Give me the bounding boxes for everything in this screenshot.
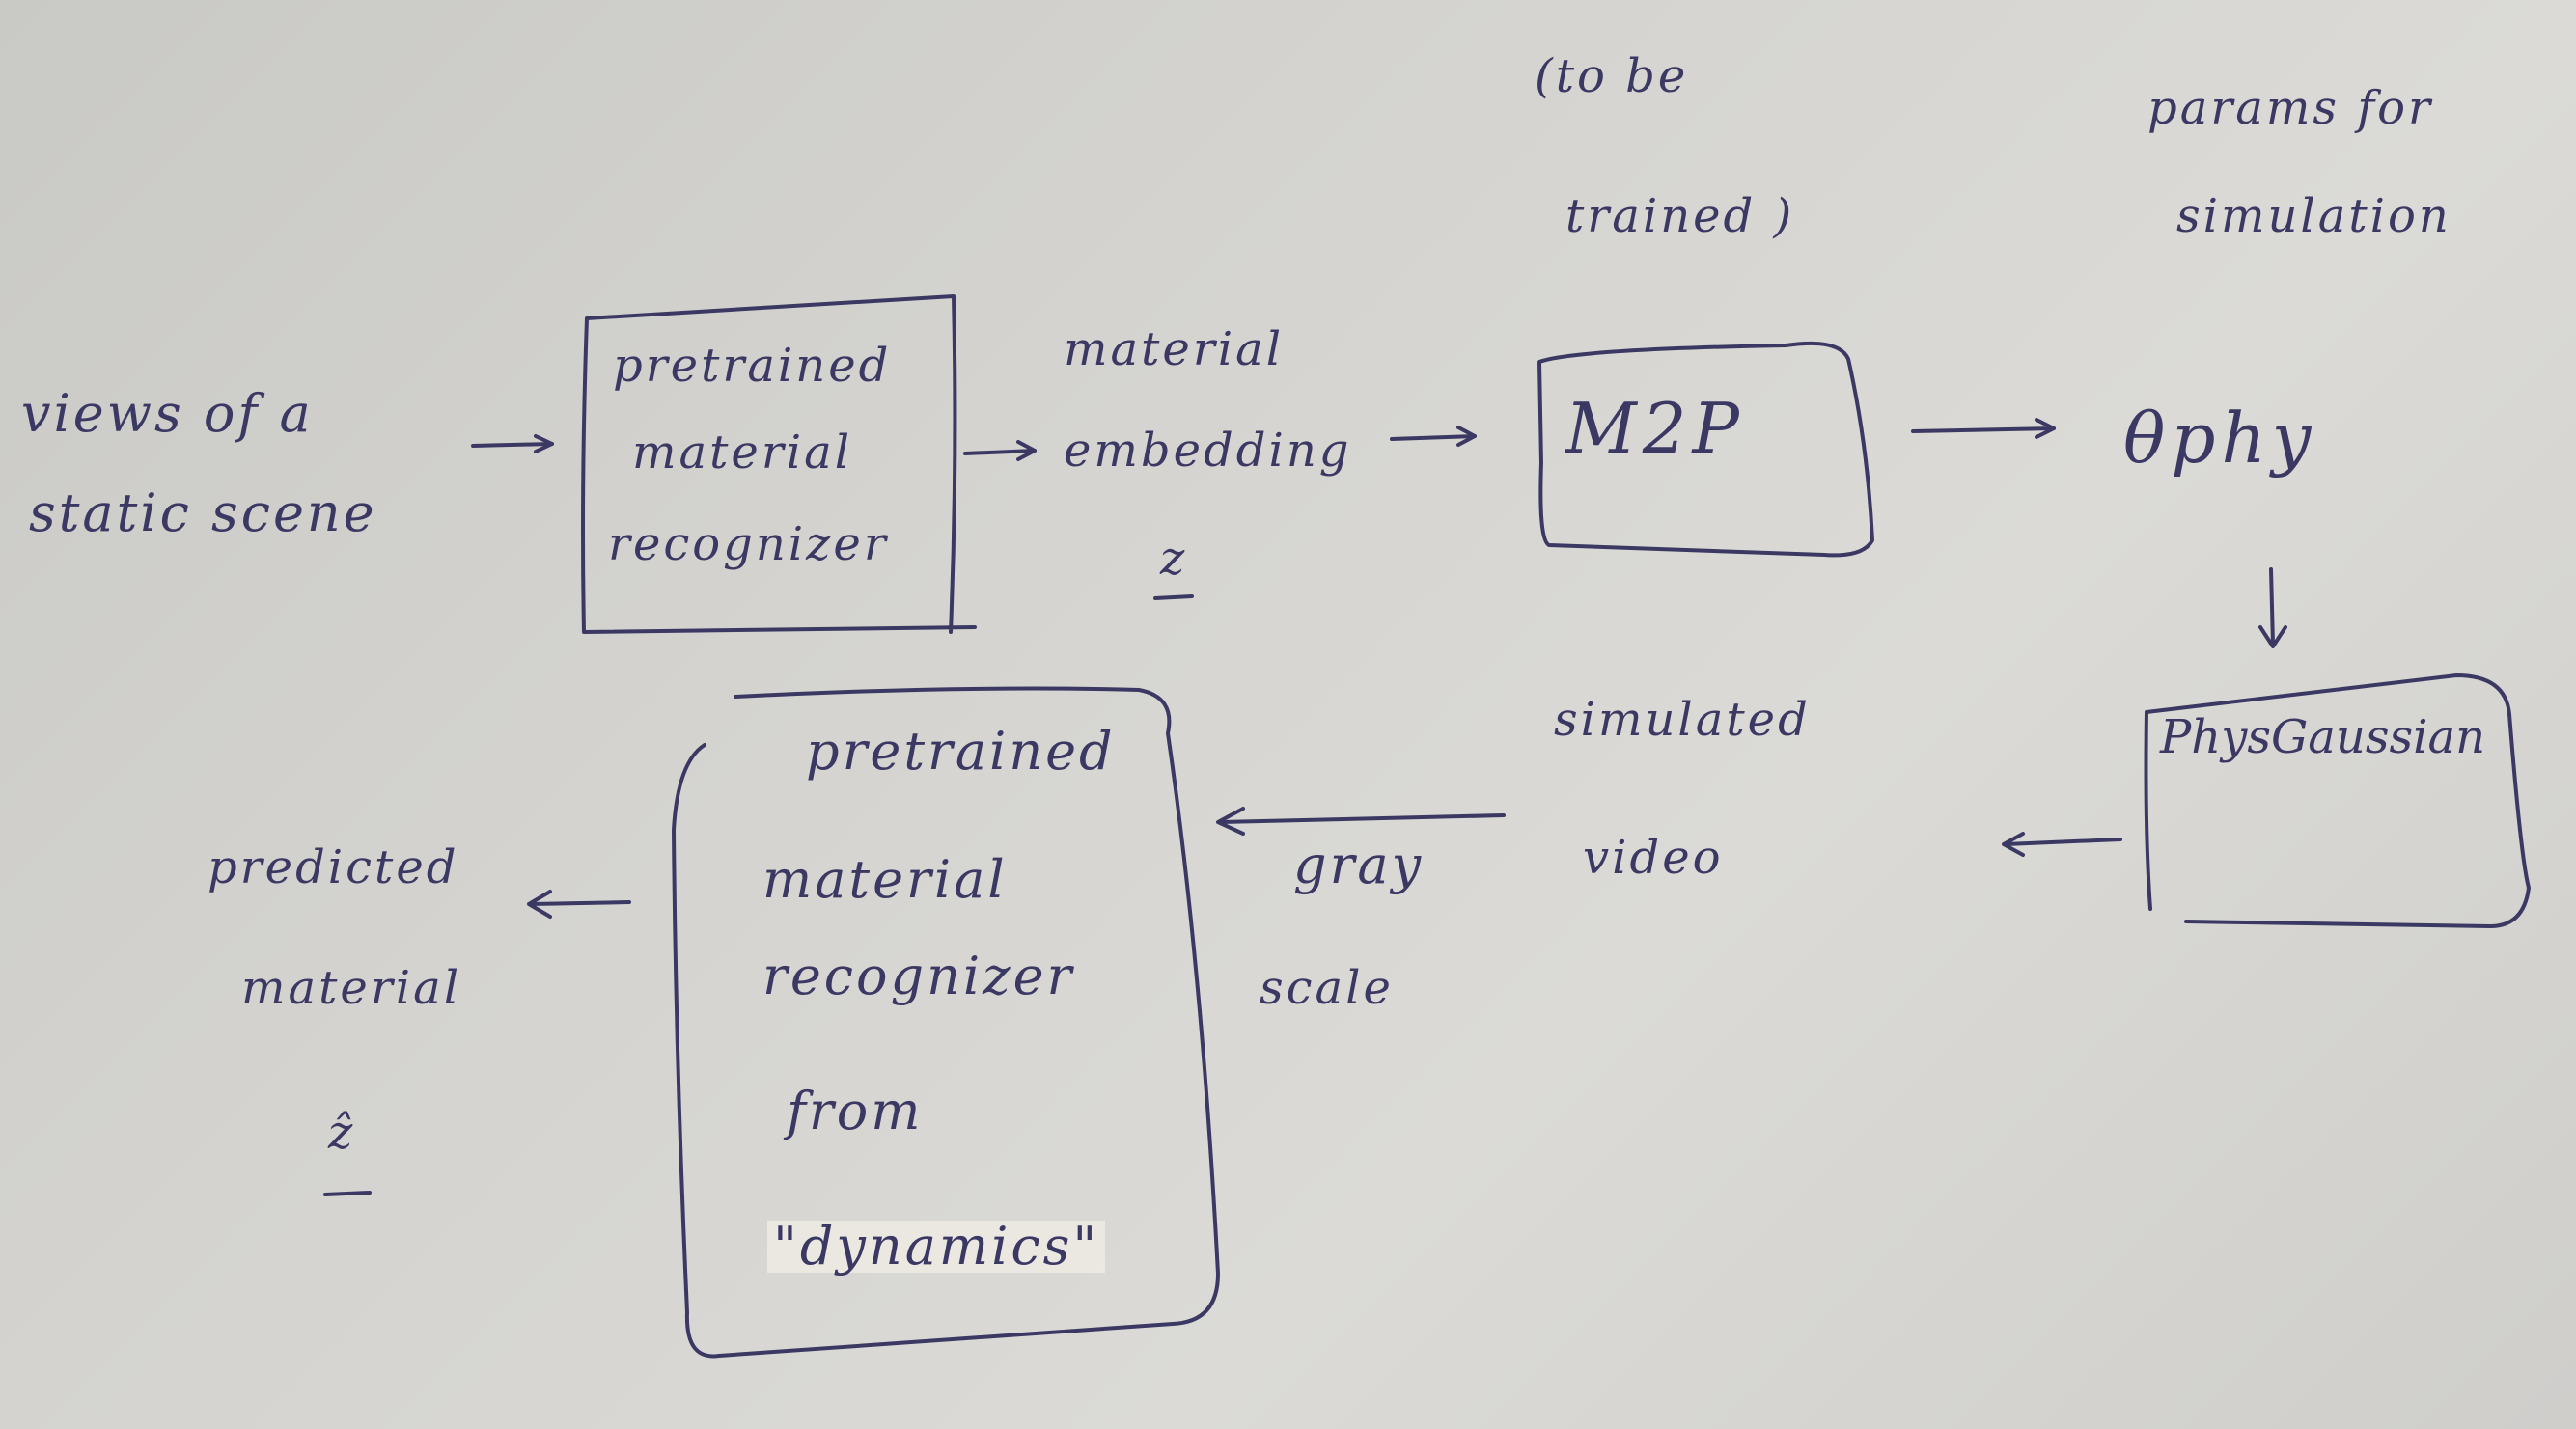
label-video: video [1583,831,1724,885]
label-predicted-line2: material [241,961,462,1015]
zhat-underline [323,1191,372,1196]
label-embedding-line2: embedding [1064,424,1352,478]
arrow-recognizer-to-embedding [963,440,1037,461]
box-physgaussian [2144,673,2531,928]
label-recognizer1-line3: recognizer [608,517,889,571]
label-m2p: M2P [1565,388,1745,469]
box-recognizer-2 [672,686,1220,1359]
label-theta-phy: θphy [2123,398,2317,479]
z-underline [1153,594,1194,600]
label-physgaussian: PhysGaussian [2160,710,2485,764]
label-embedding-symbol: z [1160,532,1188,586]
label-embedding-line1: material [1064,322,1285,376]
label-recognizer1-line1: pretrained [613,339,892,393]
label-note-line2: trained ) [1565,189,1795,243]
arrow-embedding-to-m2p [1390,426,1477,447]
arrow-physgaussian-to-video [2002,832,2122,857]
label-recognizer1-line2: material [632,426,853,480]
label-recognizer2-line2: material [762,849,1008,910]
label-recognizer2-line1: pretrained [806,721,1116,782]
label-predicted-symbol: ẑ [328,1106,356,1160]
label-recognizer2-line5: "dynamics" [767,1221,1106,1273]
box-recognizer-1 [581,294,977,634]
box-m2p [1537,341,1874,558]
label-note-line1: (to be [1535,49,1689,103]
label-params-line2: simulation [2176,189,2451,243]
arrow-theta-to-physgaussian [2258,567,2287,648]
arrow-recognizer2-to-predicted [527,890,631,919]
label-recognizer2-line4: from [787,1081,924,1141]
arrow-gray-to-recognizer2 [1216,807,1506,836]
label-gray: gray [1293,835,1425,895]
label-simulated: simulated [1554,693,1811,747]
arrow-views-to-recognizer [471,434,554,453]
label-views-line2: static scene [29,482,377,543]
label-views-line1: views of a [21,383,314,444]
label-scale: scale [1260,961,1394,1015]
label-params-line1: params for [2147,81,2433,135]
label-predicted-line1: predicted [208,840,459,894]
label-recognizer2-line3: recognizer [762,946,1075,1006]
arrow-m2p-to-theta [1911,418,2056,439]
